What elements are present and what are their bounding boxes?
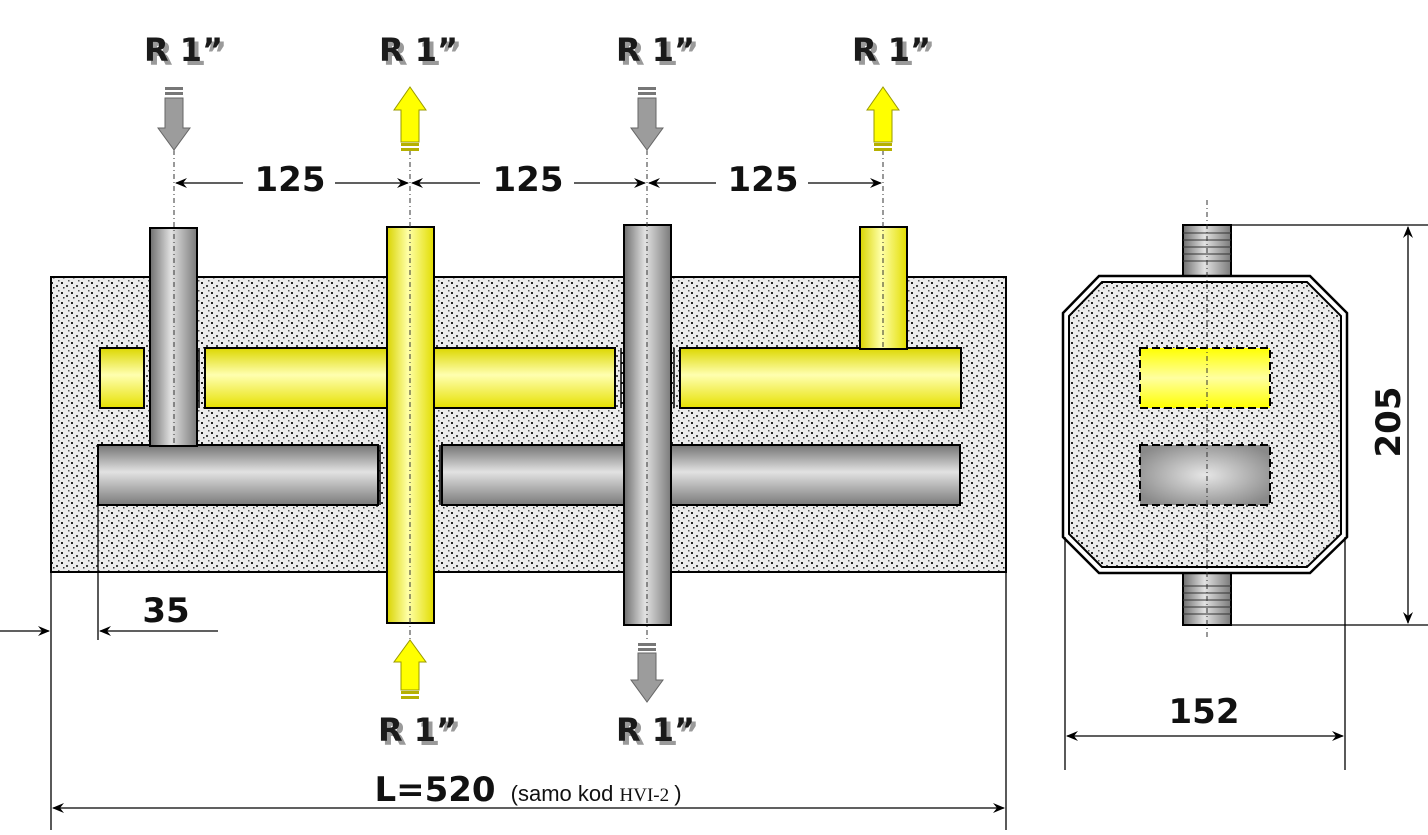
dimension-spacing-2: 125 [411, 160, 646, 200]
svg-text:R 1”: R 1” [383, 35, 462, 73]
svg-text:R 1”: R 1” [378, 711, 457, 749]
dimension-width: 152 [1064, 537, 1346, 770]
connection-label-top-3: R 1” R 1” [616, 31, 699, 73]
length-label: L=520 (samo kod HVI-2 ) [374, 770, 681, 810]
svg-text:R 1”: R 1” [856, 35, 935, 73]
height-label: 205 [1369, 387, 1409, 458]
flow-in-arrow-bottom [393, 639, 427, 699]
dimension-length: L=520 (samo kod HVI-2 ) [50, 572, 1007, 830]
svg-text:R 1”: R 1” [382, 715, 461, 753]
connection-label-top-1: R 1” R 1” [144, 31, 227, 73]
cold-riser-pipe-1 [149, 227, 198, 447]
width-label: 152 [1169, 692, 1240, 732]
side-insulation [1068, 281, 1342, 568]
flow-in-arrow-2 [630, 87, 664, 151]
connection-label-top-4: R 1” R 1” [852, 31, 935, 73]
connection-label-top-2: R 1” R 1” [379, 31, 462, 73]
side-view: 205 152 [1061, 200, 1428, 770]
hot-header-pipe [99, 347, 962, 409]
dimension-spacing-3: 125 [648, 160, 882, 200]
spacing-label-3: 125 [728, 160, 799, 200]
connection-label-bottom-2: R 1” R 1” [616, 711, 699, 753]
svg-text:R 1”: R 1” [620, 715, 699, 753]
svg-text:R 1”: R 1” [852, 31, 931, 69]
svg-text:R 1”: R 1” [616, 31, 695, 69]
flow-out-arrow-1 [393, 86, 427, 151]
svg-text:R 1”: R 1” [148, 35, 227, 73]
connection-label-bottom-1: R 1” R 1” [378, 711, 461, 753]
svg-text:R 1”: R 1” [620, 35, 699, 73]
spacing-label-2: 125 [493, 160, 564, 200]
svg-text:R 1”: R 1” [379, 31, 458, 69]
side-hot-chamber [1139, 347, 1271, 409]
dimension-offset: 35 [0, 505, 218, 640]
dimension-height: 205 [1231, 224, 1428, 626]
flow-out-arrow-bottom [630, 643, 664, 703]
cold-header-pipe [97, 444, 961, 506]
insulation-body [50, 276, 1007, 573]
side-cold-chamber [1139, 444, 1271, 506]
svg-text:R 1”: R 1” [616, 711, 695, 749]
flow-out-arrow-2 [866, 86, 900, 151]
spacing-label-1: 125 [255, 160, 326, 200]
svg-text:R 1”: R 1” [144, 31, 223, 69]
offset-label: 35 [142, 591, 189, 631]
flow-in-arrow-1 [157, 87, 191, 151]
front-view: R 1” R 1” R 1” R 1” R 1” R 1” R 1” R 1” … [0, 31, 1007, 830]
dimension-spacing-1: 125 [175, 160, 409, 200]
